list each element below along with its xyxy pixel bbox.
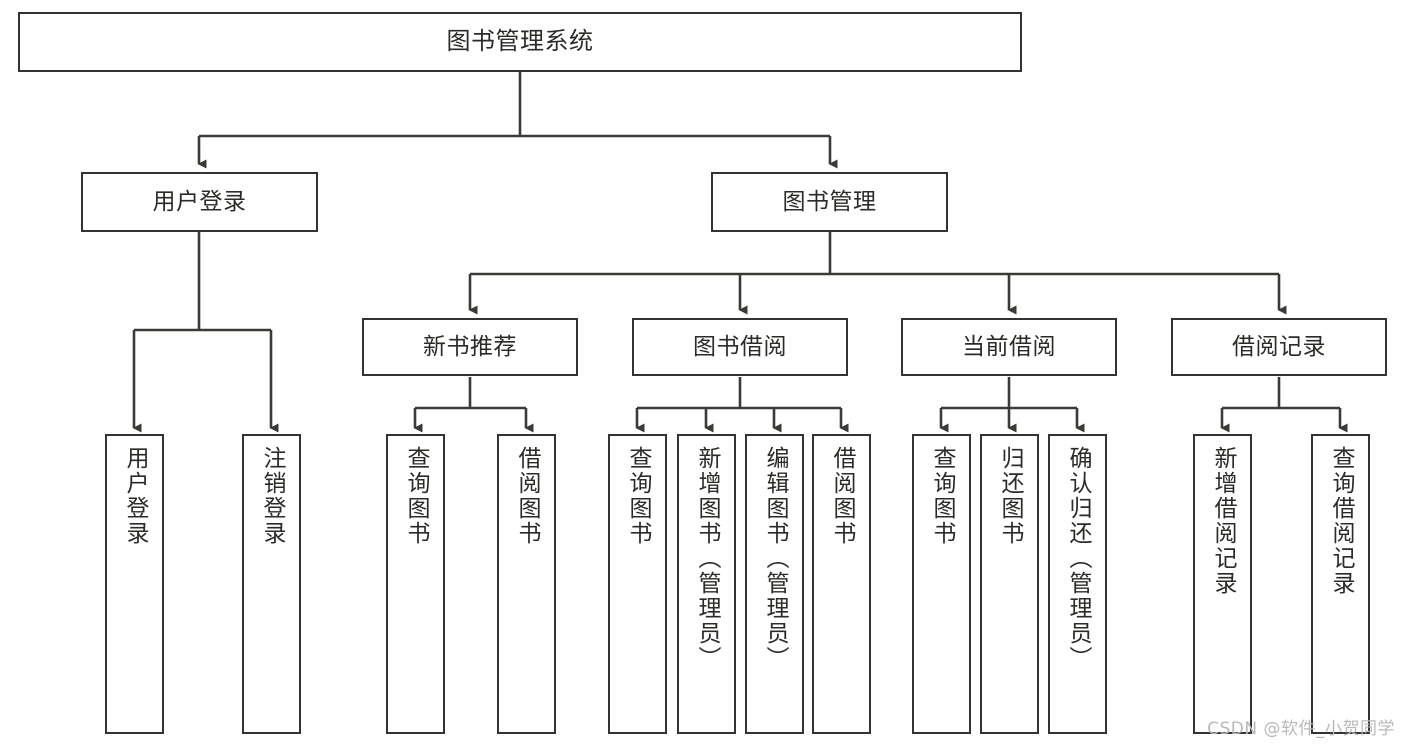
leaf-query-borrow-record[interactable]: 查询借阅记录 xyxy=(1311,434,1370,734)
node-label: 确认归还（管理员） xyxy=(1065,446,1091,671)
leaf-borrow-book-recommend[interactable]: 借阅图书 xyxy=(497,434,556,734)
node-new-book-recommend[interactable]: 新书推荐 xyxy=(362,318,578,376)
node-book-borrow[interactable]: 图书借阅 xyxy=(632,318,848,376)
node-label: 查询图书 xyxy=(929,446,955,546)
watermark-text: CSDN @软件_小贺同学 xyxy=(1207,719,1395,739)
node-borrow-record[interactable]: 借阅记录 xyxy=(1171,318,1387,376)
node-label: 图书管理系统 xyxy=(446,27,594,56)
node-label: 查询图书 xyxy=(403,446,429,546)
node-label: 注销登录 xyxy=(259,446,285,546)
leaf-confirm-return[interactable]: 确认归还（管理员） xyxy=(1048,434,1107,734)
node-label: 新书推荐 xyxy=(423,333,517,360)
leaf-borrow-book[interactable]: 借阅图书 xyxy=(812,434,871,734)
node-label: 用户登录 xyxy=(152,188,247,215)
leaf-query-book-borrow[interactable]: 查询图书 xyxy=(608,434,667,734)
node-label: 借阅图书 xyxy=(514,446,540,546)
node-label: 借阅记录 xyxy=(1232,333,1326,360)
node-label: 查询图书 xyxy=(625,446,651,546)
node-label: 用户登录 xyxy=(122,446,148,546)
node-book-management[interactable]: 图书管理 xyxy=(711,172,948,232)
node-current-borrow[interactable]: 当前借阅 xyxy=(901,318,1117,376)
node-label: 查询借阅记录 xyxy=(1328,446,1354,596)
leaf-query-book-current[interactable]: 查询图书 xyxy=(912,434,971,734)
node-root-system[interactable]: 图书管理系统 xyxy=(18,12,1022,72)
node-label: 新增借阅记录 xyxy=(1210,446,1236,596)
node-label: 归还图书 xyxy=(997,446,1023,546)
node-label: 图书借阅 xyxy=(693,333,787,360)
leaf-add-book[interactable]: 新增图书（管理员） xyxy=(677,434,736,734)
leaf-add-borrow-record[interactable]: 新增借阅记录 xyxy=(1193,434,1252,734)
leaf-user-login[interactable]: 用户登录 xyxy=(105,434,164,734)
leaf-query-book-recommend[interactable]: 查询图书 xyxy=(386,434,445,734)
leaf-return-book[interactable]: 归还图书 xyxy=(980,434,1039,734)
leaf-logout[interactable]: 注销登录 xyxy=(242,434,301,734)
node-label: 新增图书（管理员） xyxy=(694,446,720,671)
leaf-edit-book[interactable]: 编辑图书（管理员） xyxy=(745,434,804,734)
node-user-login[interactable]: 用户登录 xyxy=(81,172,318,232)
node-label: 编辑图书（管理员） xyxy=(762,446,788,671)
node-label: 借阅图书 xyxy=(829,446,855,546)
node-label: 当前借阅 xyxy=(962,333,1056,360)
node-label: 图书管理 xyxy=(782,188,877,215)
